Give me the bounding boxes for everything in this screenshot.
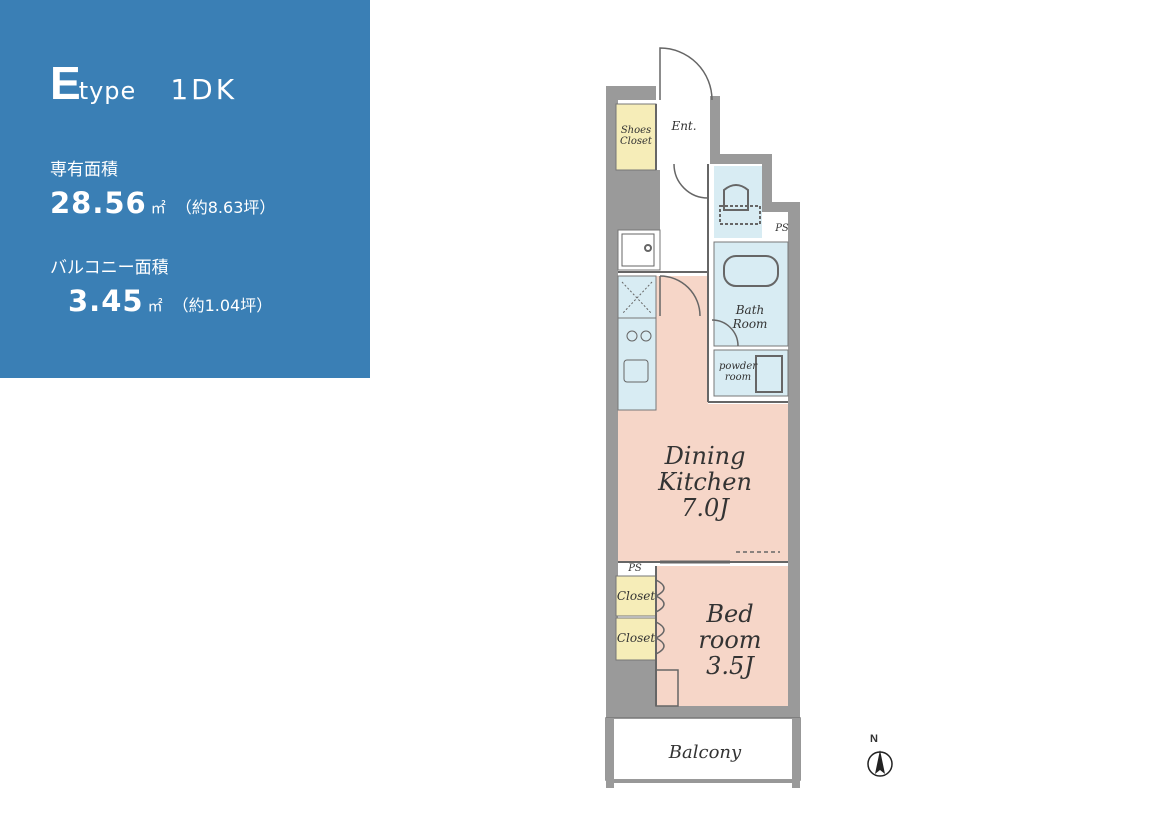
compass-icon <box>867 750 893 777</box>
unit-type-title: Etype 1DK <box>50 56 237 110</box>
closet-label-2: Closet <box>616 631 656 645</box>
sink-counter <box>617 229 661 271</box>
floor-area-value: 28.56 <box>50 186 147 220</box>
dining-kitchen-label-1: Dining <box>664 442 746 470</box>
walls <box>606 86 800 718</box>
type-word: type <box>78 77 137 105</box>
bath-room-label-2: Room <box>732 317 768 331</box>
closet-label-1: Closet <box>616 589 656 603</box>
closet-2-floor <box>615 617 657 661</box>
balcony <box>605 717 801 788</box>
floor-area-label: 専有面積 <box>50 160 118 180</box>
powder-room-label-2: room <box>724 372 752 383</box>
shoes-closet-label-2: Closet <box>620 136 652 147</box>
dining-kitchen-size: 7.0J <box>681 494 729 522</box>
dining-floor <box>618 404 788 562</box>
floor-area-unit: ㎡ <box>150 199 166 217</box>
compass-north-label: N <box>870 733 878 745</box>
floor-area-tsubo: （約8.63坪） <box>175 198 276 217</box>
bedroom-size: 3.5J <box>706 652 754 680</box>
layout-name: 1DK <box>170 73 238 106</box>
powder-room-label-1: powder <box>718 361 758 372</box>
pipe-space-label-top: PS <box>775 223 789 234</box>
balcony-label: Balcony <box>668 742 742 763</box>
pipe-space-label-bed: PS <box>628 563 642 574</box>
balcony-area-value: 3.45 <box>68 284 144 318</box>
doors <box>654 47 780 707</box>
entrance-label: Ent. <box>671 119 697 133</box>
balcony-area-label: バルコニー面積 <box>50 258 169 278</box>
powder-floor <box>713 349 789 397</box>
bedroom-label-1: Bed <box>706 600 754 628</box>
floors <box>615 103 789 706</box>
type-letter: E <box>50 57 81 109</box>
balcony-area-unit: ㎡ <box>147 297 163 315</box>
toilet-floor <box>714 166 762 238</box>
dining-kitchen-label-2: Kitchen <box>658 468 752 496</box>
bath-room-label-1: Bath <box>735 303 765 317</box>
balcony-area-tsubo: （約1.04坪） <box>172 296 273 315</box>
bedroom-label-2: room <box>698 626 762 654</box>
shoes-closet-label-1: Shoes <box>620 125 652 136</box>
